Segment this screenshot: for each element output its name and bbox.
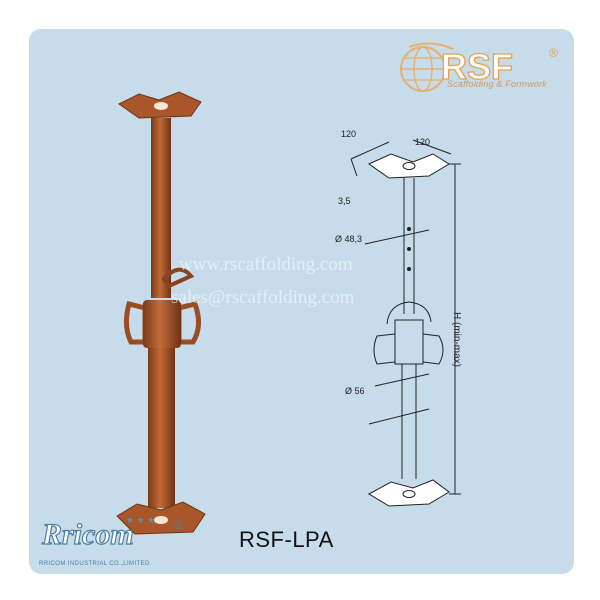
rsf-logo-text: RSF — [441, 46, 513, 87]
model-label: RSF-LPA — [239, 527, 334, 552]
rricom-registered-mark: ® — [174, 518, 183, 532]
dim-inner-tube: Ø 48,3 — [335, 234, 363, 244]
rsf-logo: RSF ® — [400, 42, 558, 92]
technical-drawing — [350, 139, 461, 507]
dim-plate-width-right: 120 — [415, 137, 431, 147]
prop-photo — [116, 91, 206, 535]
product-panel: RSF ® Scaffolding & Formwork www.rscaffo… — [29, 29, 574, 574]
dim-outer-tube: Ø 56 — [345, 386, 365, 396]
rricom-company-name: RRICOM INDUSTRIAL CO.,LIMITED — [39, 561, 150, 567]
rricom-logo-text: Rricom — [41, 518, 134, 551]
watermark-website: www.rscaffolding.com — [179, 254, 353, 275]
svg-text:★ ★ ★: ★ ★ ★ — [126, 515, 155, 525]
dim-plate-thickness: 3,5 — [338, 196, 351, 206]
watermark-email: sales@rscaffolding.com — [171, 287, 355, 308]
dim-plate-width-left: 120 — [341, 129, 357, 139]
dim-height: H (min-max) — [451, 312, 462, 367]
rricom-logo: Rricom ★ ★ ★ ® — [40, 515, 183, 552]
rsf-registered-mark: ® — [549, 46, 558, 60]
rsf-tagline: Scaffolding & Formwork — [447, 79, 547, 89]
